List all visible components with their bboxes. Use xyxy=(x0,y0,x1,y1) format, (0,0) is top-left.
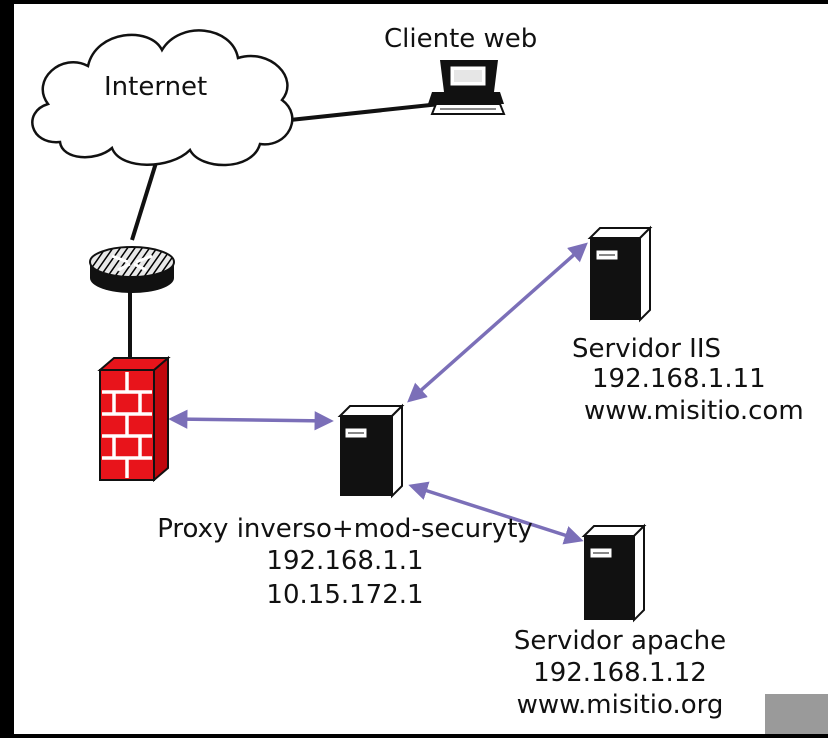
apache-label: Servidor apache xyxy=(513,626,727,656)
iis-ip: 192.168.1.11 xyxy=(592,364,766,394)
iis-url: www.misitio.com xyxy=(584,396,804,426)
corner-gray-block xyxy=(765,694,828,734)
client-label: Cliente web xyxy=(384,24,538,54)
apache-url: www.misitio.org xyxy=(516,690,724,720)
iis-label: Servidor IIS xyxy=(572,334,722,364)
proxy-ip1: 192.168.1.1 xyxy=(266,546,424,576)
proxy-ip2: 10.15.172.1 xyxy=(266,580,424,610)
proxy-label: Proxy inverso+mod-securyty xyxy=(157,514,533,544)
iis-server-icon xyxy=(587,225,653,323)
arrow-proxy-iis xyxy=(407,242,588,403)
proxy-server-icon xyxy=(337,403,405,499)
cloud-icon xyxy=(31,29,294,167)
router-icon xyxy=(89,246,175,293)
apache-server-icon xyxy=(581,523,647,623)
firewall-icon xyxy=(97,355,171,483)
link-internet-client xyxy=(289,102,441,122)
apache-ip: 192.168.1.12 xyxy=(533,658,707,688)
computer-icon xyxy=(428,60,506,115)
internet-label: Internet xyxy=(104,72,208,102)
arrow-proxy-apache xyxy=(408,481,584,545)
arrow-firewall-proxy xyxy=(168,409,334,431)
